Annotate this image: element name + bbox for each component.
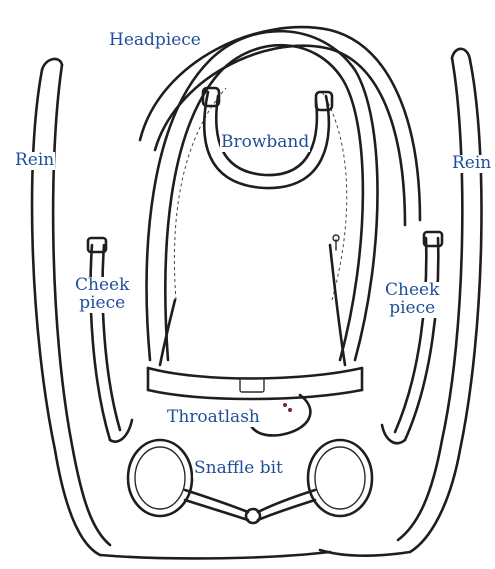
label-rein-right: Rein: [451, 155, 492, 173]
label-cheekpiece-right: Cheek piece: [384, 282, 440, 318]
label-cheekpiece-left-line2: piece: [75, 295, 129, 313]
label-headpiece: Headpiece: [108, 32, 202, 50]
label-browband: Browband: [220, 134, 310, 152]
label-throatlash: Throatlash: [166, 409, 261, 427]
label-cheekpiece-right-line2: piece: [385, 300, 439, 318]
headpiece-strap: [147, 31, 378, 360]
cheekpiece-left-strap: [88, 238, 132, 442]
label-cheekpiece-left: Cheek piece: [74, 277, 130, 313]
inner-cheek-straps: [160, 235, 345, 365]
label-rein-left: Rein: [14, 152, 55, 170]
label-snaffle-bit: Snaffle bit: [193, 460, 284, 478]
cheekpiece-right-strap: [382, 232, 442, 443]
snaffle-bit: [128, 440, 372, 523]
